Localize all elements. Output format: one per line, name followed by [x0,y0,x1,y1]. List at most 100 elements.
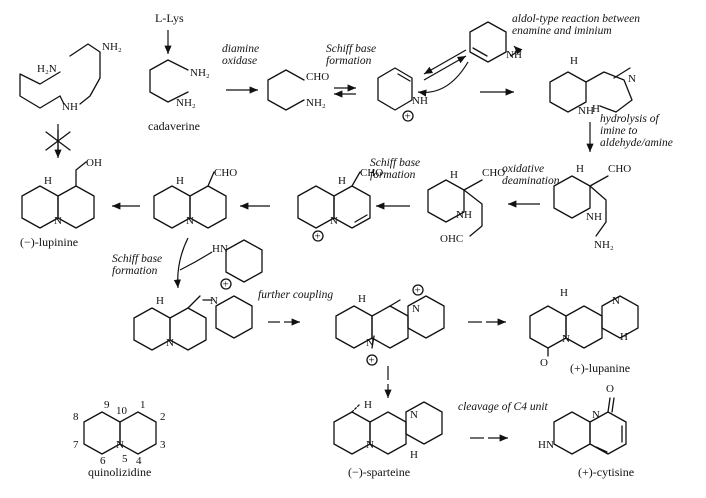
svg-text:N: N [410,409,418,421]
svg-text:+: + [415,285,421,297]
svg-text:NH: NH [506,49,522,61]
svg-text:+: + [405,111,411,123]
svg-text:CHO: CHO [360,167,383,179]
svg-text:1: 1 [140,399,146,411]
step-diamine-oxidase-1: diamine [222,43,259,55]
svg-text:5: 5 [122,453,128,465]
svg-text:+: + [369,355,375,367]
svg-text:N: N [612,295,620,307]
svg-text:9: 9 [104,399,110,411]
step-hydrolysis-2: imine to [600,125,638,137]
svg-text:N: N [116,439,124,451]
svg-text:H: H [570,55,578,67]
svg-text:+: + [315,231,321,243]
step-schiff2-2: formation [370,169,416,181]
lupinine-structure: H OH N [21,157,102,229]
svg-text:N: N [166,337,174,349]
svg-text:H: H [620,331,628,343]
svg-text:NH: NH [586,211,602,223]
cadaverine-label: cadaverine [148,119,200,133]
svg-text:H: H [44,175,52,187]
svg-text:CHO: CHO [214,167,237,179]
svg-text:O: O [540,357,548,369]
iminium-coupled-1: H N N + [133,278,253,351]
svg-text:7: 7 [73,439,79,451]
coupled-imine: H NH H N [549,55,636,117]
quinolizidine-label: quinolizidine [88,465,151,479]
svg-text:NH: NH [578,105,594,117]
svg-text:N: N [366,337,374,349]
step-oxidative-2: deamination [502,175,560,187]
lupinine-label: (−)-lupinine [20,235,78,249]
svg-text:NH: NH [412,95,428,107]
svg-text:N: N [330,215,338,227]
quinolizidine-aldehyde: H CHO N [153,167,237,229]
svg-text:H: H [176,175,184,187]
quinolizidinium: H CHO N + [297,167,383,243]
step-aldol-2: enamine and iminium [512,25,612,37]
piperidine: HN [212,239,263,283]
cytisine-structure: O N HN [538,383,627,455]
svg-text:N: N [562,333,570,345]
svg-text:N: N [186,215,194,227]
svg-text:N: N [366,439,374,451]
svg-text:N: N [412,303,420,315]
svg-text:CHO: CHO [608,163,631,175]
svg-text:8: 8 [73,411,79,423]
quinolizidine-numbered: 9 8 7 6 10 1 2 3 4 N 5 [73,399,166,467]
step-schiff1-2: formation [326,55,372,67]
no-direct-route-mark [45,124,71,158]
piperideinium: NH + [377,67,428,123]
svg-text:NH₂: NH₂ [176,97,196,109]
svg-text:HN: HN [538,439,554,451]
cadaverine: NH₂ NH₂ [149,59,210,109]
svg-text:N: N [628,73,636,85]
svg-text:N: N [54,215,62,227]
svg-text:H: H [338,175,346,187]
step-schiff3-1: Schiff base [112,253,162,265]
svg-text:NH: NH [62,101,78,113]
svg-text:H: H [450,169,458,181]
svg-text:OH: OH [86,157,102,169]
svg-text:+: + [223,279,229,291]
dialdehyde-intermediate: H CHO NH OHC [427,167,505,245]
lupanine-structure: H N N H O [529,287,639,369]
svg-text:3: 3 [160,439,166,451]
svg-text:H: H [592,103,600,115]
step-cleavage: cleavage of C4 unit [458,401,549,413]
svg-text:10: 10 [116,405,128,417]
step-schiff3-2: formation [112,265,158,277]
cadaverine-folded: H₂N NH₂ NH [19,41,122,113]
amino-aldehyde-intermediate: H CHO NH NH₂ [553,163,631,251]
svg-text:NH₂: NH₂ [306,97,326,109]
step-hydrolysis-1: hydrolysis of [600,113,660,125]
sparteine-label: (−)-sparteine [348,465,410,479]
svg-text:H: H [364,399,372,411]
svg-text:H: H [156,295,164,307]
svg-text:N: N [592,409,600,421]
bis-iminium-tetracycle: H N N + + [335,284,445,367]
svg-text:N: N [210,295,218,307]
step-hydrolysis-3: aldehyde/amine [600,137,673,149]
l-lys-label: L-Lys [155,11,184,25]
svg-text:CHO: CHO [306,71,329,83]
svg-text:H₂N: H₂N [37,63,57,75]
svg-text:O: O [606,383,614,395]
lupanine-label: (+)-lupanine [570,361,630,375]
step-diamine-oxidase-2: oxidase [222,55,257,67]
step-schiff1-1: Schiff base [326,43,376,55]
svg-text:NH₂: NH₂ [190,67,210,79]
sparteine-structure: H N N H [333,399,443,461]
svg-text:H: H [410,449,418,461]
svg-text:4: 4 [136,455,142,467]
cytisine-label: (+)-cytisine [578,465,634,479]
svg-text:6: 6 [100,455,106,467]
svg-text:H: H [358,293,366,305]
step-oxidative-1: oxidative [502,163,544,175]
svg-text:H: H [576,163,584,175]
svg-text:OHC: OHC [440,233,463,245]
step-aldol-1: aldol-type reaction between [512,13,640,25]
svg-text:2: 2 [160,411,166,423]
svg-text:H: H [560,287,568,299]
